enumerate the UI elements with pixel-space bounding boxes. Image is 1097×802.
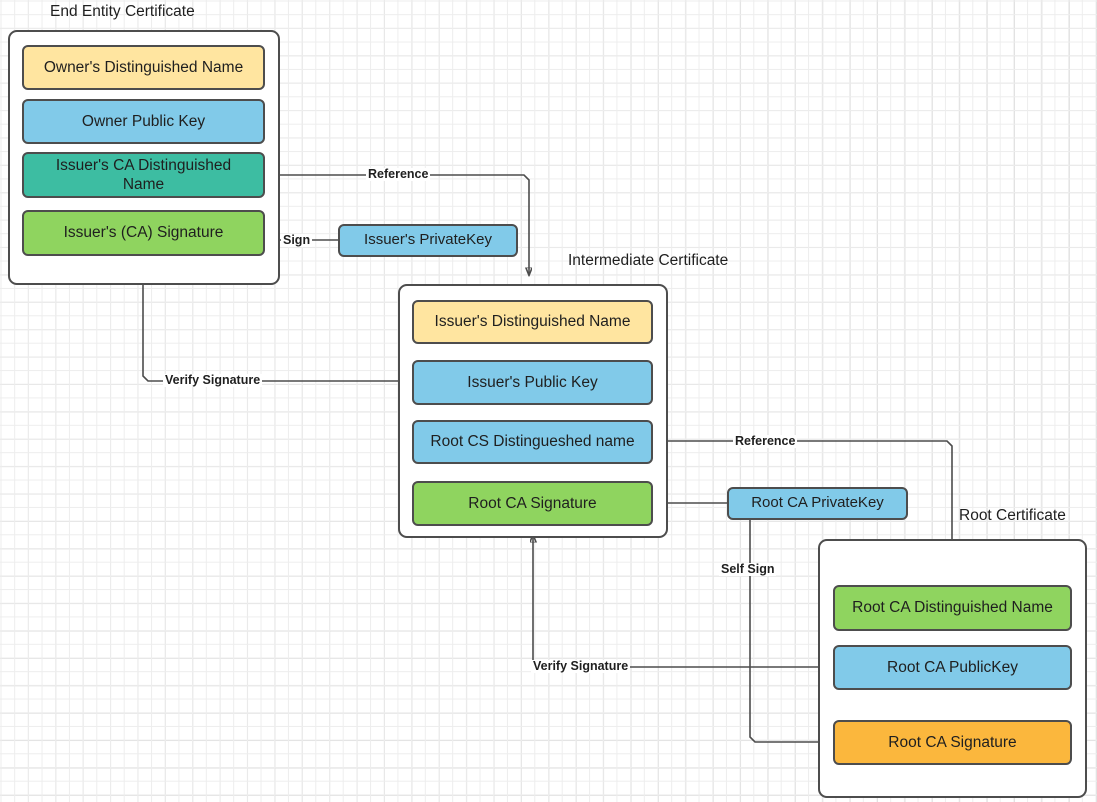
field-intermediate-root-ca-signature[interactable]: Root CA Signature bbox=[412, 481, 653, 526]
wire-self-sign bbox=[749, 520, 828, 742]
field-issuer-ca-distinguished-name[interactable]: Issuer's CA Distinguished Name bbox=[22, 152, 265, 198]
field-issuer-ca-signature[interactable]: Issuer's (CA) Signature bbox=[22, 210, 265, 256]
edge-label-sign: Sign bbox=[281, 233, 313, 247]
edge-label-verify-signature-top: Verify Signature bbox=[163, 373, 263, 387]
field-issuer-public-key[interactable]: Issuer's Public Key bbox=[412, 360, 653, 405]
edge-label-reference-bottom: Reference bbox=[733, 434, 798, 448]
edge-label-reference-top: Reference bbox=[366, 167, 431, 181]
field-issuer-distinguished-name[interactable]: Issuer's Distinguished Name bbox=[412, 300, 653, 344]
field-root-cs-distingueshed-name[interactable]: Root CS Distingueshed name bbox=[412, 420, 653, 464]
field-root-ca-publickey[interactable]: Root CA PublicKey bbox=[833, 645, 1072, 690]
edge-label-verify-signature-bottom: Verify Signature bbox=[531, 659, 631, 673]
field-root-ca-distinguished-name[interactable]: Root CA Distinguished Name bbox=[833, 585, 1072, 631]
field-root-ca-signature[interactable]: Root CA Signature bbox=[833, 720, 1072, 765]
wire-verify-signature-bottom bbox=[533, 535, 833, 668]
end-entity-certificate-title: End Entity Certificate bbox=[50, 3, 195, 20]
field-owner-distinguished-name[interactable]: Owner's Distinguished Name bbox=[22, 45, 265, 90]
key-issuers-privatekey[interactable]: Issuer's PrivateKey bbox=[338, 224, 518, 257]
root-certificate-title: Root Certificate bbox=[959, 507, 1066, 524]
edge-label-self-sign: Self Sign bbox=[719, 562, 777, 576]
intermediate-certificate-title: Intermediate Certificate bbox=[568, 252, 729, 269]
field-owner-public-key[interactable]: Owner Public Key bbox=[22, 99, 265, 144]
key-root-ca-privatekey[interactable]: Root CA PrivateKey bbox=[727, 487, 908, 520]
